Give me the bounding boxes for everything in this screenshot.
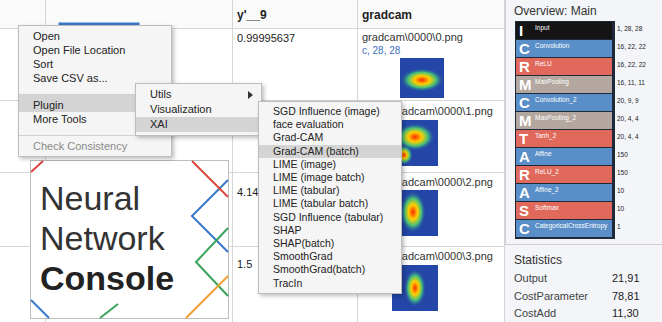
- menu-item: SHAP: [259, 224, 401, 237]
- layer-shape: 20, 4, 4: [617, 133, 639, 141]
- layer-letter: T: [519, 130, 528, 147]
- panel-heading: Overview: Main: [514, 4, 597, 18]
- layer-block: TTanh_220, 4, 4: [516, 130, 612, 147]
- layer-letter: M: [519, 112, 532, 129]
- layer-shape: 20, 4, 4: [617, 115, 639, 123]
- layer-name: Affine: [535, 150, 552, 158]
- layer-letter: R: [519, 58, 530, 75]
- layer-letter: I: [519, 22, 523, 39]
- layer-name: Affine_2: [535, 186, 559, 194]
- menu-item: LIME (tabular): [259, 184, 401, 197]
- menu-item: Check Consistency: [19, 135, 171, 153]
- layer-name: Input: [535, 24, 549, 32]
- logo-box: Neural NetworkConsole: [30, 160, 228, 318]
- context-menu: UtilsVisualizationXAI: [135, 83, 262, 136]
- menu-item: Grad-CAM (batch): [259, 145, 401, 158]
- layer-block: AAffine150: [516, 148, 612, 165]
- layer-name: Convolution_2: [535, 96, 577, 104]
- layer-name: ReLU: [535, 60, 552, 68]
- table-cell: 4.14: [237, 186, 258, 198]
- layer-block: MMaxPooling16, 11, 11: [516, 76, 612, 93]
- statistic-cell: CostAdd: [514, 307, 556, 319]
- layer-letter: A: [519, 184, 530, 201]
- table-cell: gradcam\0000\1.png: [392, 105, 493, 117]
- table-cell: c, 28, 28: [362, 45, 400, 56]
- menu-item: TracIn: [259, 277, 401, 290]
- statistic-cell: 11,30: [612, 307, 639, 319]
- layer-block: CConvolution16, 22, 22: [516, 40, 612, 57]
- table-cell: gradcam: [362, 8, 412, 22]
- layer-shape: 10: [617, 187, 624, 195]
- layer-name: CategoricalCrossEntropy: [535, 222, 607, 230]
- layer-letter: C: [519, 40, 530, 57]
- menu-item: SmoothGrad: [259, 250, 401, 263]
- logo-background: [31, 161, 229, 319]
- layer-letter: A: [519, 148, 530, 165]
- layer-shape: 1: [617, 223, 621, 231]
- layer-block: SSoftmax10: [516, 202, 612, 219]
- menu-item: LIME (image): [259, 158, 401, 171]
- layer-block: CConvolution_220, 9, 9: [516, 94, 612, 111]
- layer-block: MMaxPooling_220, 4, 4: [516, 112, 612, 129]
- layer-shape: 150: [617, 151, 628, 159]
- layer-shape: 16, 22, 22: [617, 61, 646, 69]
- layer-shape: 16, 22, 22: [617, 43, 646, 51]
- info-panel: Overview: MainI Input 1, 28, 28 C Convolutio…: [505, 0, 662, 242]
- menu-item: Sort: [19, 57, 171, 71]
- layer-shape: 16, 11, 11: [617, 79, 645, 87]
- layer-letter: R: [519, 166, 530, 183]
- network-graph-ground: [515, 21, 615, 239]
- layer-letter: C: [519, 220, 530, 237]
- layer-shape: 1, 28, 28: [617, 25, 642, 33]
- layer-letter: S: [519, 202, 529, 219]
- side-panel: [505, 0, 662, 322]
- table-cell: gradcam\0000\0.png: [362, 31, 463, 43]
- layer-letter: C: [519, 94, 530, 111]
- menu-item: SGD Influence (image): [259, 105, 401, 118]
- menu-item: Visualization: [136, 102, 261, 117]
- logo-text: Neural Network: [30, 160, 190, 258]
- table-cell: gradcam\0000\2.png: [392, 176, 493, 188]
- table-grid: [0, 0, 505, 322]
- layer-block: CCategoricalCrossEntropy1: [516, 220, 612, 237]
- table-cell: gradcam\0000\3.png: [392, 250, 493, 262]
- table-cell: 0.99995637: [237, 32, 295, 44]
- layer-block: RReLU16, 22, 22: [516, 58, 612, 75]
- layer-name: Convolution: [535, 42, 569, 50]
- menu-item: XAI: [136, 117, 261, 132]
- layer-shape: 150: [617, 169, 628, 177]
- layer-block: IInput1, 28, 28: [516, 22, 612, 39]
- layer-shape: 10: [617, 205, 624, 213]
- statistic-cell: Output: [514, 272, 547, 284]
- menu-item: SHAP(batch): [259, 237, 401, 250]
- table-cell: y'__9: [237, 8, 267, 22]
- layer-name: ReLU_2: [535, 168, 559, 176]
- statistic-cell: 21,91: [612, 272, 640, 284]
- logo-text: Console: [30, 258, 228, 298]
- table-cell: 1.5: [237, 258, 252, 270]
- context-menu: SGD Influence (image)face evaluationGrad…: [258, 101, 402, 294]
- layer-name: MaxPooling_2: [535, 114, 576, 122]
- menu-item: Open File Location: [19, 43, 171, 57]
- panel-heading: Statistics: [514, 253, 562, 267]
- menu-item: SGD Influence (tabular): [259, 211, 401, 224]
- layer-block: RReLU_2150: [516, 166, 612, 183]
- menu-item: Utils: [136, 87, 261, 102]
- menu-item: face evaluation: [259, 118, 401, 131]
- layer-letter: M: [519, 76, 532, 93]
- menu-item: LIME (tabular batch): [259, 197, 401, 210]
- menu-item: LIME (image batch): [259, 171, 401, 184]
- layer-block: AAffine_210: [516, 184, 612, 201]
- statistic-cell: 78,81: [612, 290, 640, 302]
- menu-item: Open: [19, 29, 171, 43]
- layer-name: Tanh_2: [535, 132, 556, 140]
- statistic-cell: CostParameter: [514, 290, 588, 302]
- layer-name: Softmax: [535, 204, 559, 212]
- submenu-arrow: [248, 91, 253, 99]
- layer-shape: 20, 9, 9: [617, 97, 639, 105]
- menu-item: Grad-CAM: [259, 131, 401, 144]
- menu-item: SmoothGrad(batch): [259, 263, 401, 276]
- layer-name: MaxPooling: [535, 78, 569, 86]
